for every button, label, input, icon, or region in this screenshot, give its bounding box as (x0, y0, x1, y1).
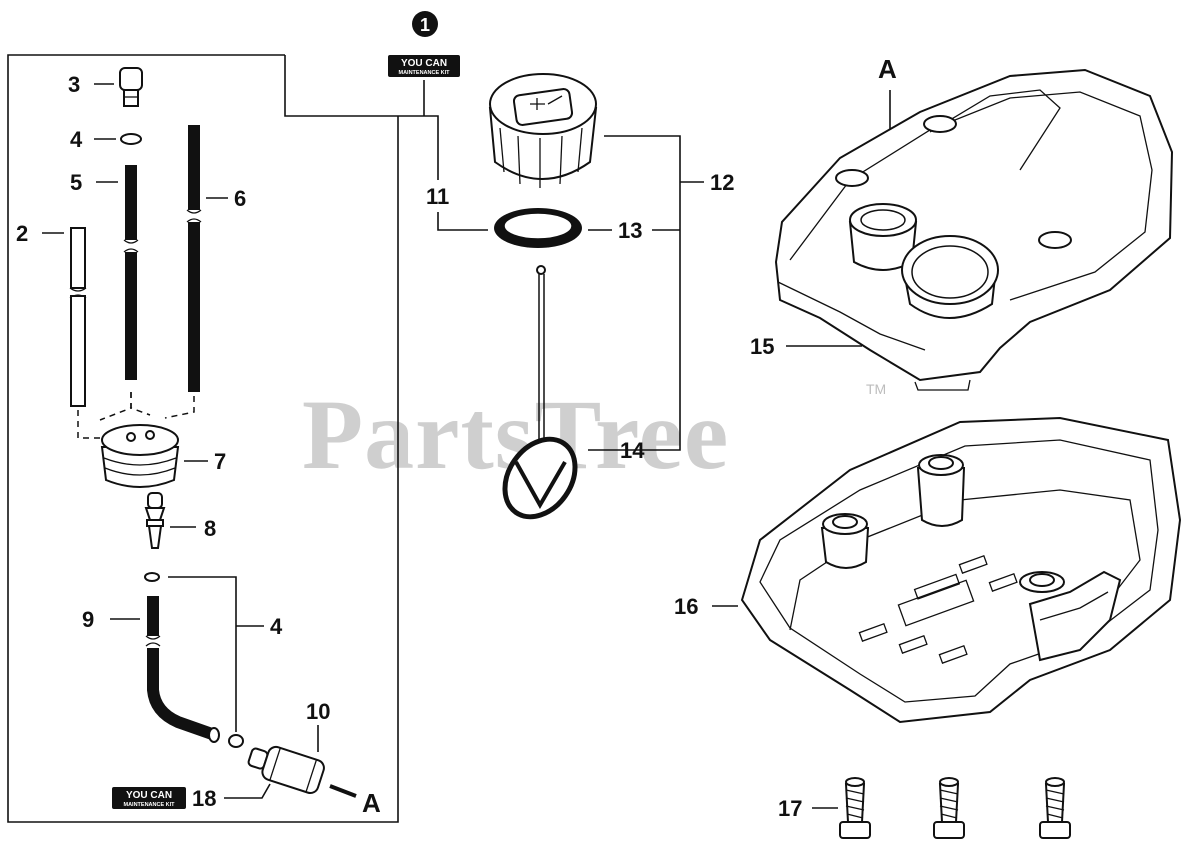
part-4-oring-lower (144, 572, 160, 582)
callout-8: 8 (204, 516, 216, 541)
kit-badge-bottom-line2: MAINTENANCE KIT (123, 802, 175, 808)
callout-4-lower: 4 (270, 614, 283, 639)
callout-16: 16 (674, 594, 698, 619)
callout-6: 6 (234, 186, 246, 211)
callout-11: 11 (426, 184, 449, 209)
part-16-tank-bottom (740, 416, 1182, 724)
part-14-tether (502, 265, 578, 520)
callout-18: 18 (192, 786, 216, 811)
callout-5: 5 (70, 170, 82, 195)
part-10-fuel-filter (247, 745, 325, 795)
callout-15: 15 (750, 334, 774, 359)
part-12-fuel-cap (488, 73, 598, 188)
kit-frame (7, 54, 399, 823)
part-5-tube (123, 165, 139, 380)
part-17-screw-1 (839, 777, 871, 839)
kit-frame-leader (284, 55, 439, 180)
ref-a-top: A (878, 54, 897, 84)
part-4-oring-filter (228, 734, 244, 748)
callout-9: 9 (82, 607, 94, 632)
callout-14: 14 (620, 438, 645, 463)
part-7-grommet (100, 424, 180, 488)
part-13-gasket (494, 208, 582, 248)
kit-number: 1 (420, 15, 430, 35)
kit-badge-top: 1 YOU CAN MAINTENANCE KIT (388, 11, 460, 77)
assembly-dashes (77, 392, 195, 439)
part-17-screw-2 (933, 777, 965, 839)
callout-17: 17 (778, 796, 802, 821)
callout-10: 10 (306, 699, 330, 724)
part-2-clear-tube (69, 227, 87, 407)
callout-4-top: 4 (70, 127, 83, 152)
callout-12: 12 (710, 170, 734, 195)
callout-13: 13 (618, 218, 642, 243)
callout-2: 2 (16, 221, 28, 246)
part-9-fuel-line (145, 596, 220, 743)
kit-badge-line1: YOU CAN (401, 58, 447, 69)
part-8-fitting (144, 492, 166, 549)
part-15-tank-top (774, 68, 1174, 391)
part-4-oring-top (120, 133, 142, 145)
callout-7: 7 (214, 449, 226, 474)
part-17-screw-3 (1039, 777, 1071, 839)
part-6-tube (186, 125, 202, 392)
kit-badge-bottom: YOU CAN MAINTENANCE KIT (112, 787, 186, 809)
kit-badge-line2: MAINTENANCE KIT (398, 70, 450, 76)
watermark-trademark: TM (866, 381, 886, 397)
kit-badge-bottom-line1: YOU CAN (126, 790, 172, 801)
callout-3: 3 (68, 72, 80, 97)
part-3-fitting (119, 67, 143, 107)
ref-a-bottom: A (362, 788, 381, 818)
